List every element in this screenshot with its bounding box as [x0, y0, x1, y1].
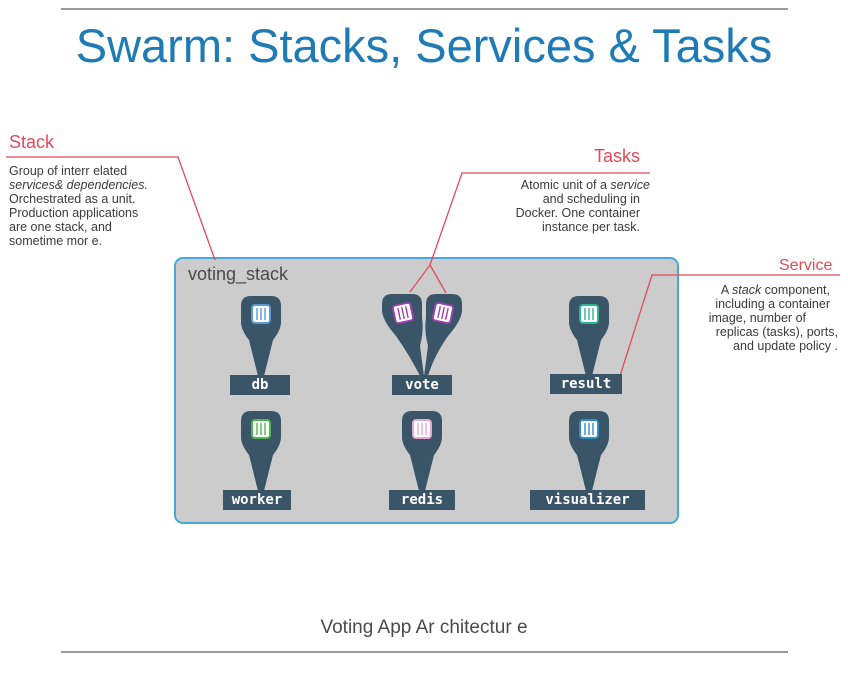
- page-title: Swarm: Stacks, Services & Tasks: [75, 19, 773, 72]
- service-pin-redis: [402, 411, 442, 503]
- tasks-leader-branch: [429, 264, 447, 294]
- stack-annotation-line: are one stack, and: [9, 220, 112, 234]
- stack-annotation-text: Group of interr elated services& depende…: [9, 164, 179, 248]
- stack-annotation-heading: Stack: [9, 132, 55, 152]
- service-label-worker: worker: [223, 490, 291, 510]
- tasks-annotation-line3: Docker. One container: [515, 206, 640, 220]
- tasks-leader-line: [409, 172, 650, 293]
- service-annotation-line4: replicas (tasks), ports,: [715, 325, 838, 339]
- tasks-annotation-line2: and scheduling in: [542, 192, 640, 206]
- vote-task-icon-right: [431, 301, 455, 325]
- service-annotation-line5: and update policy .: [733, 339, 838, 353]
- tasks-annotation-line1b: service: [610, 178, 650, 192]
- service-annotation-line1b: stack: [732, 283, 762, 297]
- service-leader-line: [619, 274, 840, 377]
- stack-annotation-line: services& dependencies.: [9, 178, 148, 192]
- vote-task-icon-left: [391, 301, 415, 325]
- service-annotation-line1c: component,: [761, 283, 830, 297]
- service-label-visualizer: visualizer: [530, 490, 645, 510]
- diagram-caption: Voting App Ar chitectur e: [320, 617, 528, 638]
- service-label-redis: redis: [389, 490, 455, 510]
- tasks-annotation-text: Atomic unit of a service and scheduling …: [470, 178, 650, 234]
- service-pin-db: [241, 296, 281, 388]
- service-label-db: db: [230, 375, 290, 395]
- top-rule: [61, 8, 788, 10]
- service-annotation-line3: image, number of: [708, 311, 806, 325]
- stack-annotation-line: Orchestrated as a unit.: [9, 192, 136, 206]
- stack-annotation-line: Group of interr elated: [9, 164, 128, 178]
- bottom-rule: [61, 651, 788, 653]
- service-pin-result: [569, 296, 609, 388]
- tasks-annotation-heading: Tasks: [594, 146, 641, 166]
- stack-leader-line: [6, 156, 216, 261]
- tasks-annotation-line1a: Atomic unit of a: [520, 178, 611, 192]
- service-annotation-line2: including a container: [715, 297, 830, 311]
- annotation-leaders: [6, 156, 840, 377]
- stack-label: voting_stack: [188, 264, 289, 284]
- stack-annotation-line: Production applications: [9, 206, 139, 220]
- service-annotation-line1a: A: [720, 283, 733, 297]
- service-label-vote: vote: [392, 375, 452, 395]
- service-pin-vote: [382, 294, 462, 376]
- service-label-result: result: [550, 374, 622, 394]
- service-pin-worker: [241, 411, 281, 503]
- tasks-annotation-line4: instance per task.: [542, 220, 640, 234]
- stack-annotation-line: sometime mor e.: [9, 234, 103, 248]
- service-annotation-text: A stack component, including a container…: [660, 283, 838, 353]
- service-pin-visualizer: [569, 411, 609, 503]
- service-annotation-heading: Service: [779, 257, 833, 274]
